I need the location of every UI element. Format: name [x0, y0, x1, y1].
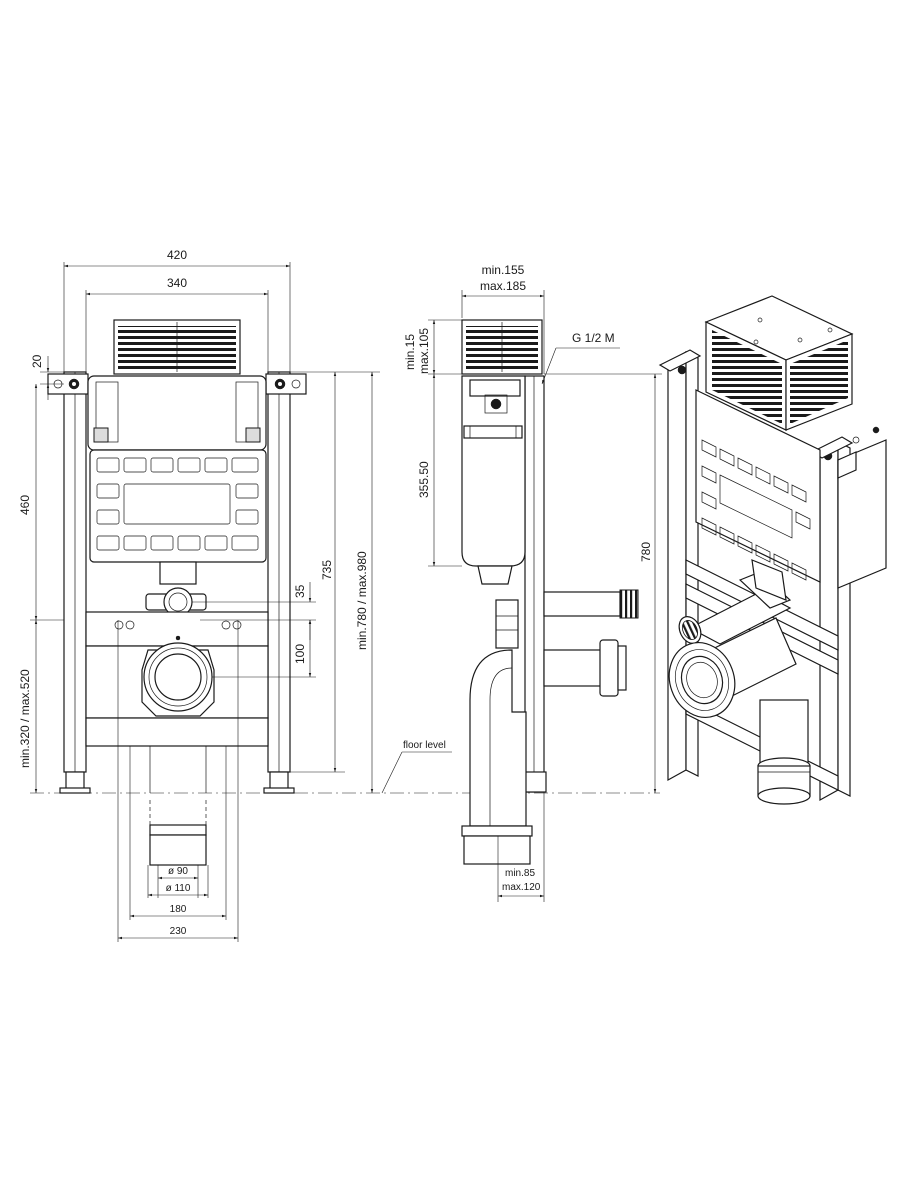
floor-level-label: floor level [403, 740, 446, 751]
iso-inlet-pipe [688, 591, 792, 645]
connection-label: G 1/2 M [572, 331, 615, 345]
iso-cistern [695, 389, 821, 583]
dim-height-460: 460 [18, 495, 32, 515]
dim-height-780: 780 [639, 542, 653, 562]
dim-outlet-100: 100 [293, 644, 307, 664]
mounting-plate [85, 611, 269, 647]
dim-height-735: 735 [320, 560, 334, 580]
side-outlet-pipe [543, 649, 603, 687]
dim-dia-110: ø 110 [166, 883, 191, 894]
dim-depth-min: min.155 [482, 263, 525, 277]
dim-width-420: 420 [167, 248, 187, 262]
side-bend-pipe [469, 649, 527, 827]
side-rail [524, 375, 545, 793]
side-view: G 1/2 M min.155 max.185 min.15 max.105 3… [381, 263, 662, 902]
dim-dia-90: ø 90 [168, 866, 188, 877]
dim-outlet-depth-max: max.120 [502, 882, 541, 893]
front-dimensions: 420 340 20 460 min.320 / max.520 735 min… [18, 248, 380, 940]
dim-inlet-35: 35 [293, 584, 307, 598]
left-rail [47, 371, 91, 794]
front-view [47, 319, 307, 942]
isometric-view [658, 295, 887, 805]
cistern-grid [96, 457, 259, 551]
dim-top-max: max.105 [417, 328, 431, 374]
side-inlet-pipe [543, 591, 621, 617]
dim-outlet-depth-min: min.85 [505, 868, 535, 879]
dim-height-355: 355.50 [417, 461, 431, 498]
dim-width-230: 230 [170, 926, 187, 937]
dim-depth-max: max.185 [480, 279, 526, 293]
dim-outlet-range: min.320 / max.520 [18, 669, 32, 768]
dim-width-340: 340 [167, 276, 187, 290]
dim-width-180: 180 [170, 904, 187, 915]
dim-offset-20: 20 [30, 354, 44, 368]
dim-height-range: min.780 / max.980 [355, 551, 369, 650]
dim-top-min: min.15 [403, 334, 417, 370]
right-rail [263, 371, 307, 794]
cistern-top [87, 375, 267, 451]
